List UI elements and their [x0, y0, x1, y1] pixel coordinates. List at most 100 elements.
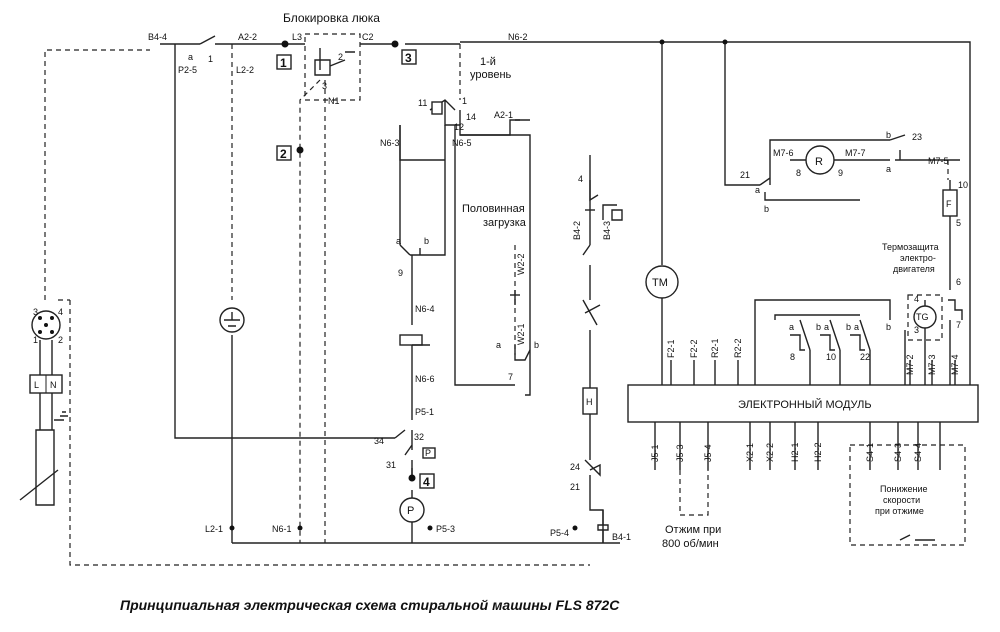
term-8-motor: 8: [796, 168, 801, 178]
label-m7-2: M7-2: [905, 354, 915, 375]
letter-b-6: b: [816, 322, 821, 332]
letter-a-8: a: [854, 322, 859, 332]
pin-3-label: 3: [33, 307, 38, 317]
slow-note-3: при отжиме: [875, 506, 924, 516]
term-31: 31: [386, 460, 396, 470]
label-h2-1: H2-1: [790, 442, 800, 462]
timer-motor-symbol: TM: [652, 277, 668, 289]
label-b4-1: B4-1: [612, 532, 631, 542]
door-lock-title: Блокировка люка: [283, 11, 380, 25]
label-b4-3: B4-3: [602, 221, 612, 240]
label-l2-2: L2-2: [236, 65, 254, 75]
label-m7-6: M7-6: [773, 148, 794, 158]
pin-2-label: 2: [58, 335, 63, 345]
label-p5-4: P5-4: [550, 528, 569, 538]
term-21-motor: 21: [740, 170, 750, 180]
term-7: 7: [508, 372, 513, 382]
term-11: 11: [418, 98, 427, 108]
thermo-note-2: электро-: [900, 253, 936, 263]
ab-letters: a a b a b a b b a a b a b a b: [188, 52, 891, 350]
label-s4-3: S4-3: [893, 443, 903, 462]
middle-components: H TM: [582, 42, 679, 543]
label-b4-2: B4-2: [572, 221, 582, 240]
label-n6-6: N6-6: [415, 374, 435, 384]
term-10-relay: 10: [826, 352, 836, 362]
letter-a-1: a: [188, 52, 193, 62]
label-m7-7: M7-7: [845, 148, 866, 158]
boxed-4: 4: [423, 475, 430, 489]
fuse-symbol: F: [946, 199, 952, 209]
label-a2-2: A2-2: [238, 32, 257, 42]
thermo-note-3: двигателя: [893, 264, 935, 274]
letter-a-4: a: [755, 185, 760, 195]
letter-b-8: b: [886, 322, 891, 332]
half-load-note-1: Половинная: [462, 203, 525, 215]
boxed-2: 2: [280, 147, 287, 161]
label-r2-2: R2-2: [733, 338, 743, 358]
letter-a-3: a: [496, 340, 501, 350]
label-s4-1: S4-1: [865, 443, 875, 462]
heater-h-label: H: [586, 397, 593, 407]
label-j5-4: J5-4: [703, 444, 713, 462]
wire-labels: B4-4 A2-2 L3 C2 N6-2 P2-5 L2-2 N1 N6-3 N…: [148, 32, 949, 542]
letter-b-5: b: [886, 130, 891, 140]
top-wires: [44, 33, 971, 543]
label-r2-1: R2-1: [710, 338, 720, 358]
boxed-numbers: 1 2 3 4: [276, 49, 435, 489]
letter-b-7: b: [846, 322, 851, 332]
notes: 1-й уровень Половинная загрузка Термозащ…: [462, 56, 939, 550]
label-w2-2: W2-2: [516, 253, 526, 275]
label-w2-1: W2-1: [516, 323, 526, 345]
term-4-tg: 4: [914, 294, 919, 304]
term-7-thermo: 7: [956, 320, 961, 330]
label-c2: C2: [362, 32, 374, 42]
spin-note-2: 800 об/мин: [662, 538, 719, 550]
tacho-symbol: TG: [916, 312, 929, 322]
slow-note-2: скорости: [883, 495, 920, 505]
term-24: 24: [570, 462, 580, 472]
label-l3: L3: [292, 32, 302, 42]
module-label: ЭЛЕКТРОННЫЙ МОДУЛЬ: [738, 398, 872, 411]
module-contacts: [754, 299, 891, 385]
term-12: 12: [454, 122, 464, 132]
term-4-heater: 4: [578, 174, 583, 184]
label-p5-3: P5-3: [436, 524, 455, 534]
junction-dots: [229, 39, 728, 531]
term-9-motor: 9: [838, 168, 843, 178]
term-10: 10: [958, 180, 968, 190]
term-2-door: 2: [338, 52, 343, 62]
term-23: 23: [912, 132, 922, 142]
boxed-3: 3: [405, 51, 412, 65]
label-p2-5: P2-5: [178, 65, 197, 75]
label-h2-2: H2-2: [813, 442, 823, 462]
mains-plug: 3 4 1 2 L N: [19, 299, 590, 566]
boxed-1: 1: [280, 56, 287, 70]
half-load-note-2: загрузка: [483, 217, 527, 229]
pressure-p-label: P: [425, 448, 431, 458]
label-m7-5: M7-5: [928, 156, 949, 166]
term-6: 6: [956, 277, 961, 287]
slow-note-1: Понижение: [880, 484, 928, 494]
heater-circuit: P P: [232, 125, 620, 544]
label-x2-1: X2-1: [745, 443, 755, 462]
level-note-1: 1-й: [480, 56, 496, 68]
plug-n-label: N: [50, 380, 57, 390]
ground-symbol: [219, 307, 245, 333]
letter-b-4: b: [764, 204, 769, 214]
label-j5-1: J5-1: [650, 444, 660, 462]
level-note-2: уровень: [470, 69, 512, 81]
plug-l-label: L: [34, 380, 39, 390]
terminal-numbers: 1 2 3 11 1 12 14 4 9 7 21 8 9 23 10 5 6 …: [208, 52, 968, 492]
letter-a-7: a: [824, 322, 829, 332]
label-p5-1: P5-1: [415, 407, 434, 417]
label-n6-4: N6-4: [415, 304, 435, 314]
module-bottom-pins: [654, 422, 966, 546]
term-14: 14: [466, 112, 476, 122]
label-f2-1: F2-1: [666, 339, 676, 358]
term-21-ntc: 21: [570, 482, 580, 492]
term-1-door: 1: [208, 54, 213, 64]
term-22-relay: 22: [860, 352, 870, 362]
term-3-door: 3: [322, 81, 327, 91]
diagram-caption: Принципиальная электрическая схема стира…: [120, 597, 620, 613]
term-3-tg: 3: [914, 325, 919, 335]
